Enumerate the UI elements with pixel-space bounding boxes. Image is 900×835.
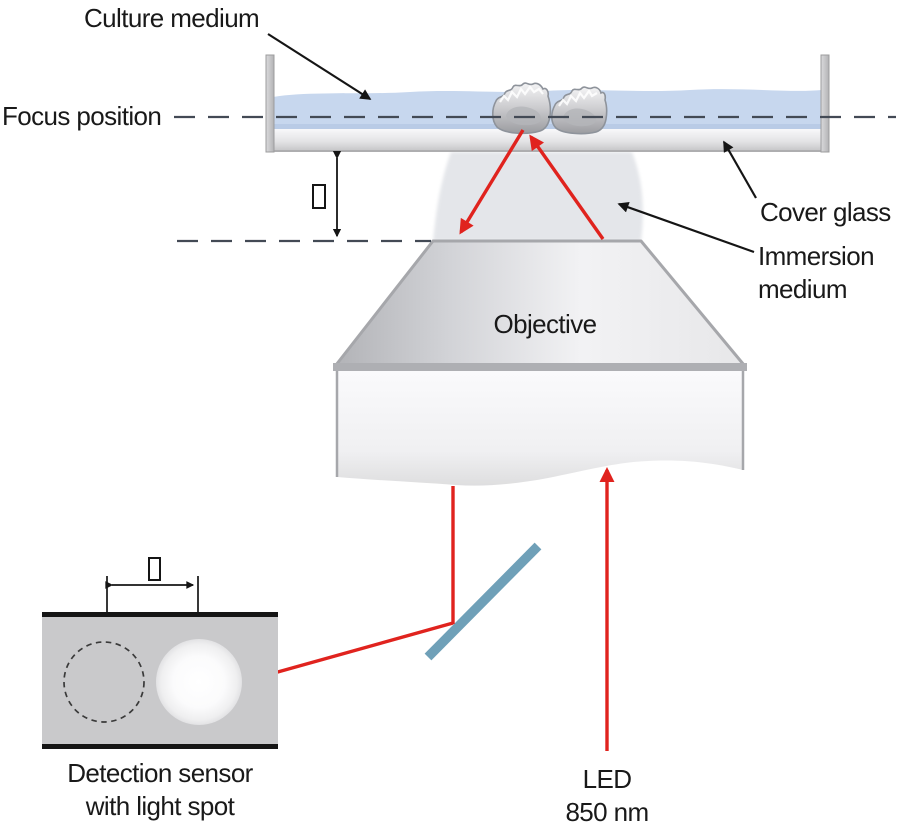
culture-medium-bottom-rim (273, 124, 822, 130)
led-label-line1: LED (582, 764, 632, 794)
light-beams (246, 129, 615, 751)
immersion-medium-pointer (617, 201, 755, 254)
focus-position-label: Focus position (2, 101, 162, 131)
objective-head (334, 239, 746, 367)
defocus-symbol-missing-glyph-box-icon (312, 184, 326, 209)
cover-glass-bottom-edge (266, 150, 829, 152)
detection-sensor-label-line1: Detection sensor (67, 758, 253, 788)
cell-left (491, 82, 552, 135)
cover-glass-label: Cover glass (760, 197, 891, 227)
beam-to-sensor (246, 621, 454, 684)
objective-body (337, 371, 743, 486)
cover-glass-shape (266, 129, 829, 152)
spot-shift-symbol-missing-glyph-box-icon (148, 557, 161, 581)
detection-sensor (42, 576, 278, 749)
led-label-line2: 850 nm (565, 797, 649, 827)
sensor-top-bar (42, 612, 278, 617)
beam-reflected-down (459, 129, 525, 235)
culture-medium-label: Culture medium (84, 3, 260, 33)
cell-right (550, 86, 608, 135)
detection-sensor-label-line2: with light spot (85, 791, 235, 821)
sensor-reference-spot-dashed (63, 641, 145, 723)
sensor-light-spot (156, 639, 242, 725)
objective-label: Objective (493, 309, 598, 339)
cover-glass-pointer (723, 140, 757, 199)
sensor-bottom-bar (42, 744, 278, 749)
dish-wall-left (265, 54, 275, 153)
immersion-medium-label-line2: medium (758, 274, 847, 304)
immersion-medium-label-line1: Immersion (758, 241, 875, 271)
dish-wall-right (820, 54, 830, 153)
culture-medium-pointer (267, 33, 372, 100)
beam-splitter-mirror (424, 542, 542, 661)
objective-junction-band (333, 363, 747, 371)
beam-to-cell (529, 134, 605, 240)
